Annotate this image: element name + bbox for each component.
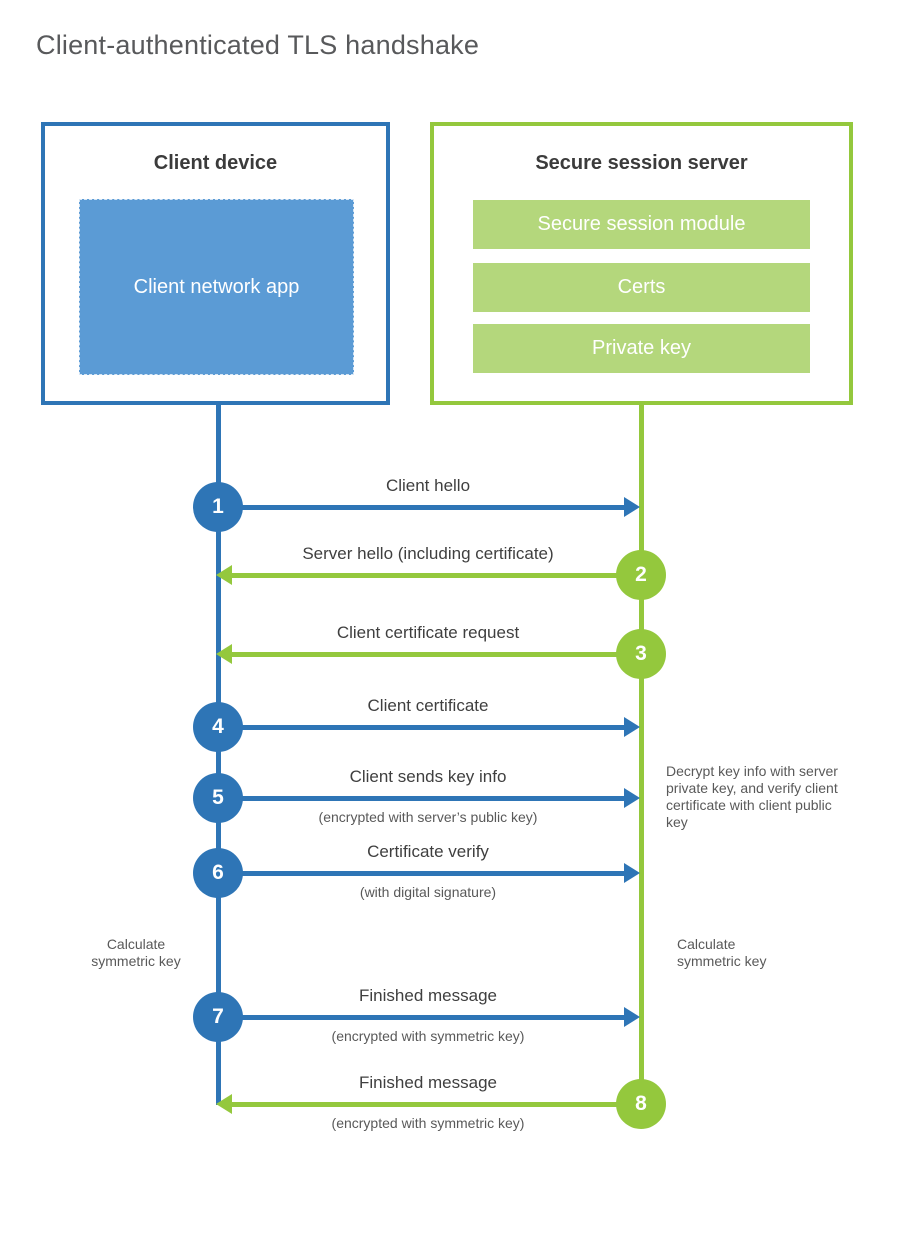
step-sublabel: (encrypted with symmetric key) xyxy=(331,1028,525,1044)
step-label: Finished message xyxy=(359,986,497,1005)
secure-session-server-title: Secure session server xyxy=(535,152,748,174)
arrow-left-icon xyxy=(216,565,232,585)
arrow-right-icon xyxy=(624,717,640,737)
arrow-shaft xyxy=(218,505,628,510)
step-number-badge: 6 xyxy=(193,848,243,898)
step-label: Client hello xyxy=(385,476,471,495)
arrow-left-icon xyxy=(216,644,232,664)
arrow-right-icon xyxy=(624,1007,640,1027)
step-label: Certificate verify xyxy=(367,842,489,861)
server-module-secure-session: Secure session module xyxy=(473,200,810,249)
client-network-app-box: Client network app xyxy=(79,199,354,375)
page-title: Client-authenticated TLS handshake xyxy=(36,30,480,60)
step-number-badge: 2 xyxy=(616,550,666,600)
step-label: Finished message xyxy=(359,1073,497,1092)
server-decrypt-note: Decrypt key info with server private key… xyxy=(666,763,838,830)
step-label: Client sends key info xyxy=(349,767,507,786)
step-sublabel: (encrypted with symmetric key) xyxy=(331,1115,525,1131)
client-network-app-label: Client network app xyxy=(133,276,300,298)
step-label: Server hello (including certificate) xyxy=(302,544,554,563)
step-number-badge: 1 xyxy=(193,482,243,532)
server-module-private-key: Private key xyxy=(473,324,810,373)
step-label: Client certificate xyxy=(367,696,489,715)
client-device-title: Client device xyxy=(153,152,278,174)
arrow-right-icon xyxy=(624,788,640,808)
client-lifeline xyxy=(216,405,221,1105)
secure-session-server-box: Secure session server Secure session mod… xyxy=(430,122,853,405)
server-lifeline xyxy=(639,405,644,1105)
step-number-badge: 3 xyxy=(616,629,666,679)
arrow-left-icon xyxy=(216,1094,232,1114)
step-number-badge: 8 xyxy=(616,1079,666,1129)
arrow-right-icon xyxy=(624,863,640,883)
arrow-shaft xyxy=(230,1102,618,1107)
step-number-badge: 7 xyxy=(193,992,243,1042)
server-calculate-key-note: Calculate symmetric key xyxy=(677,936,767,969)
step-sublabel: (with digital signature) xyxy=(359,884,497,900)
step-number-badge: 5 xyxy=(193,773,243,823)
arrow-shaft xyxy=(230,573,618,578)
arrow-shaft xyxy=(218,796,628,801)
arrow-right-icon xyxy=(624,497,640,517)
client-calculate-key-note: Calculate symmetric key xyxy=(91,936,181,969)
client-device-box: Client device Client network app xyxy=(41,122,390,405)
arrow-shaft xyxy=(218,725,628,730)
server-module-certs: Certs xyxy=(473,263,810,312)
arrow-shaft xyxy=(218,1015,628,1020)
step-sublabel: (encrypted with server’s public key) xyxy=(318,809,538,825)
arrow-shaft xyxy=(218,871,628,876)
arrow-shaft xyxy=(230,652,618,657)
step-label: Client certificate request xyxy=(336,623,520,642)
step-number-badge: 4 xyxy=(193,702,243,752)
